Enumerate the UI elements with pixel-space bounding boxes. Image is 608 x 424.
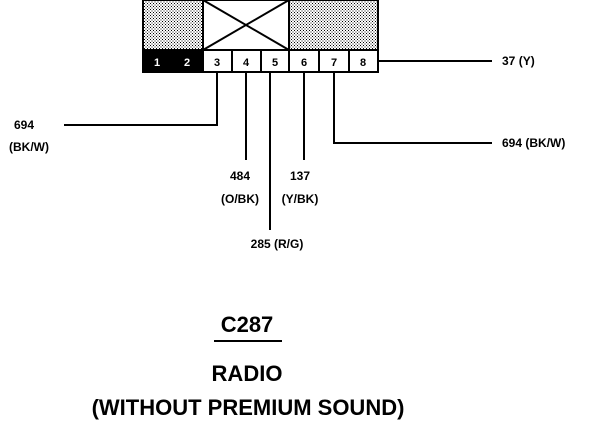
wire-label-pin8: 37 (Y) bbox=[502, 54, 535, 68]
wire-label-pin6-circuit: 137 bbox=[290, 169, 310, 183]
wire-pin3 bbox=[64, 72, 218, 126]
wire-labels: 37 (Y) 694 (BK/W) 694 (BK/W) 484 (O/BK) … bbox=[9, 54, 565, 251]
key-slot-cross-b bbox=[202, 0, 290, 51]
pin-number-7: 7 bbox=[331, 57, 337, 69]
wire-label-pin3-color: (BK/W) bbox=[9, 140, 49, 154]
pin-number-8: 8 bbox=[360, 57, 366, 69]
pin-number-4: 4 bbox=[243, 57, 250, 69]
wire-pin7 bbox=[333, 72, 492, 144]
pin-number-1: 1 bbox=[154, 57, 160, 69]
wire-label-pin5: 285 (R/G) bbox=[251, 237, 304, 251]
pin-row: 1 2 3 4 5 6 7 8 bbox=[142, 49, 379, 73]
pin-number-6: 6 bbox=[301, 57, 307, 69]
wire-label-pin7: 694 (BK/W) bbox=[502, 136, 565, 150]
pin-number-5: 5 bbox=[272, 57, 278, 69]
wire-label-pin4-circuit: 484 bbox=[230, 169, 250, 183]
diagram-caption: C287 RADIO (WITHOUT PREMIUM SOUND) bbox=[92, 312, 405, 420]
connector-body bbox=[142, 0, 379, 51]
connector-title-line1: RADIO bbox=[212, 361, 283, 386]
connector-shell-left bbox=[142, 0, 204, 51]
wires bbox=[64, 60, 492, 230]
connector-shell-right bbox=[288, 0, 379, 51]
connector-id: C287 bbox=[221, 312, 274, 337]
wire-label-pin3-circuit: 694 bbox=[14, 118, 34, 132]
connector-title-line2: (WITHOUT PREMIUM SOUND) bbox=[92, 395, 405, 420]
wire-label-pin6-color: (Y/BK) bbox=[282, 192, 319, 206]
pin-number-2: 2 bbox=[184, 57, 190, 69]
wire-label-pin4-color: (O/BK) bbox=[221, 192, 259, 206]
pin-number-3: 3 bbox=[214, 57, 220, 69]
